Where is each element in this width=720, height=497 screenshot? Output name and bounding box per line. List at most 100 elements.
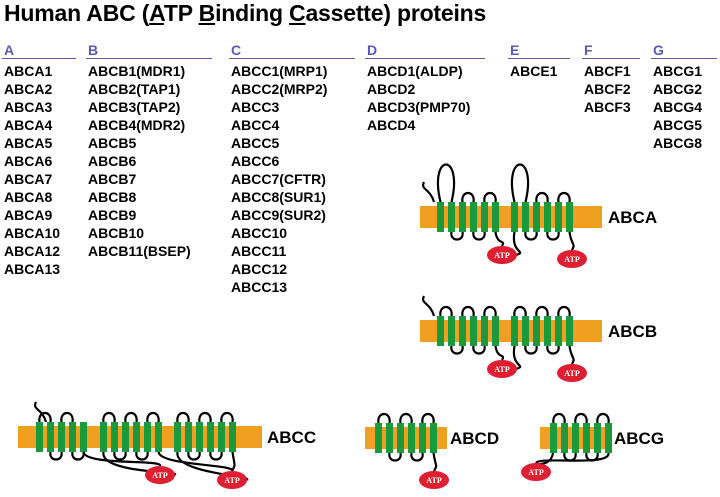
transmembrane-helix (533, 202, 540, 232)
transmembrane-helix (448, 316, 455, 346)
transmembrane-helix (397, 423, 404, 453)
family-member: ABCB5 (88, 135, 137, 151)
family-header: E (508, 42, 570, 59)
loop (49, 451, 63, 461)
loop (176, 411, 190, 423)
family-member: ABCB8 (88, 189, 137, 205)
transmembrane-helix (229, 422, 236, 452)
family-member: ABCB6 (88, 153, 137, 169)
transmembrane-helix (448, 202, 455, 232)
family-header: G (651, 42, 717, 59)
transmembrane-helix (80, 422, 87, 452)
loop (557, 305, 571, 317)
transmembrane-helix (437, 202, 444, 232)
atp-label: ATP (152, 471, 168, 480)
loop (557, 191, 571, 203)
family-member: ABCA4 (4, 117, 53, 133)
transmembrane-helix (459, 202, 466, 232)
n-terminal-tail (422, 181, 436, 203)
transmembrane-helix (155, 422, 162, 452)
transmembrane-helix (544, 316, 551, 346)
family-member: ABCC7(CFTR) (231, 171, 326, 187)
atp-binding-site (487, 246, 517, 264)
family-member: ABCF1 (584, 63, 631, 79)
family-header: A (2, 42, 76, 59)
loop (399, 412, 413, 424)
cytoplasmic-tail (568, 345, 575, 365)
atp-label: ATP (494, 365, 510, 374)
transmembrane-helix (375, 423, 382, 453)
family-member: ABCB4(MDR2) (88, 117, 186, 133)
loop (113, 451, 127, 461)
family-member: ABCA5 (4, 135, 53, 151)
family-member: ABCC13 (231, 279, 288, 295)
loop (546, 345, 560, 355)
loop (552, 412, 566, 424)
family-member: ABCD3(PMP70) (367, 99, 471, 115)
transmembrane-helix (408, 423, 415, 453)
atp-label: ATP (426, 476, 442, 485)
loop (524, 231, 538, 241)
loop (461, 191, 475, 203)
transmembrane-helix (544, 202, 551, 232)
atp-binding-site (419, 471, 449, 489)
loop (563, 452, 577, 462)
transmembrane-helix (594, 423, 601, 453)
atp-binding-site (217, 471, 247, 489)
family-member: ABCB9 (88, 207, 137, 223)
loop (377, 412, 391, 424)
family-member: ABCA1 (4, 63, 53, 79)
diagram-label: ABCB (608, 322, 657, 341)
loop (461, 305, 475, 317)
transmembrane-helix (522, 316, 529, 346)
cytoplasmic-tail (568, 231, 575, 251)
family-member: ABCG2 (653, 81, 703, 97)
atp-label: ATP (224, 476, 240, 485)
loop (513, 305, 527, 317)
family-member: ABCG8 (653, 135, 703, 151)
cytoplasmic-tail (157, 451, 234, 473)
transmembrane-helix (111, 422, 118, 452)
loop (535, 191, 549, 203)
linker (512, 231, 522, 257)
family-header: F (582, 42, 640, 59)
linker (512, 345, 522, 371)
family-member: ABCB10 (88, 225, 145, 241)
n-terminal-tail (34, 401, 48, 423)
page-title: Human ABC (ATP Binding Cassette) protein… (4, 0, 487, 26)
transmembrane-helix (481, 202, 488, 232)
diagram-label: ABCD (450, 429, 499, 448)
loop (535, 305, 549, 317)
transmembrane-helix (583, 423, 590, 453)
transmembrane-helix (492, 202, 499, 232)
loop (483, 191, 497, 203)
transmembrane-helix (605, 423, 612, 453)
loop (124, 411, 138, 423)
cytoplasmic-tail (494, 231, 505, 247)
family-member: ABCA2 (4, 81, 53, 97)
loop (410, 452, 424, 462)
family-member: ABCC1(MRP1) (231, 63, 328, 79)
loop (187, 451, 201, 461)
transmembrane-helix (470, 316, 477, 346)
family-member: ABCC8(SUR1) (231, 189, 326, 205)
family-member: ABCB1(MDR1) (88, 63, 186, 79)
loop (436, 163, 456, 203)
transmembrane-helix (550, 423, 557, 453)
family-member: ABCC5 (231, 135, 280, 151)
transmembrane-helix (36, 422, 43, 452)
transmembrane-helix (144, 422, 151, 452)
cytoplasmic-tail (535, 452, 610, 464)
transmembrane-helix (47, 422, 54, 452)
loop (596, 412, 610, 424)
family-member: ABCA12 (4, 243, 61, 259)
family-member: ABCE1 (510, 63, 558, 79)
transmembrane-helix (566, 316, 573, 346)
family-member: ABCB11(BSEP) (88, 243, 191, 259)
family-member: ABCA7 (4, 171, 53, 187)
cytoplasmic-tail (432, 452, 438, 472)
transmembrane-helix (174, 422, 181, 452)
atp-label: ATP (494, 251, 510, 260)
